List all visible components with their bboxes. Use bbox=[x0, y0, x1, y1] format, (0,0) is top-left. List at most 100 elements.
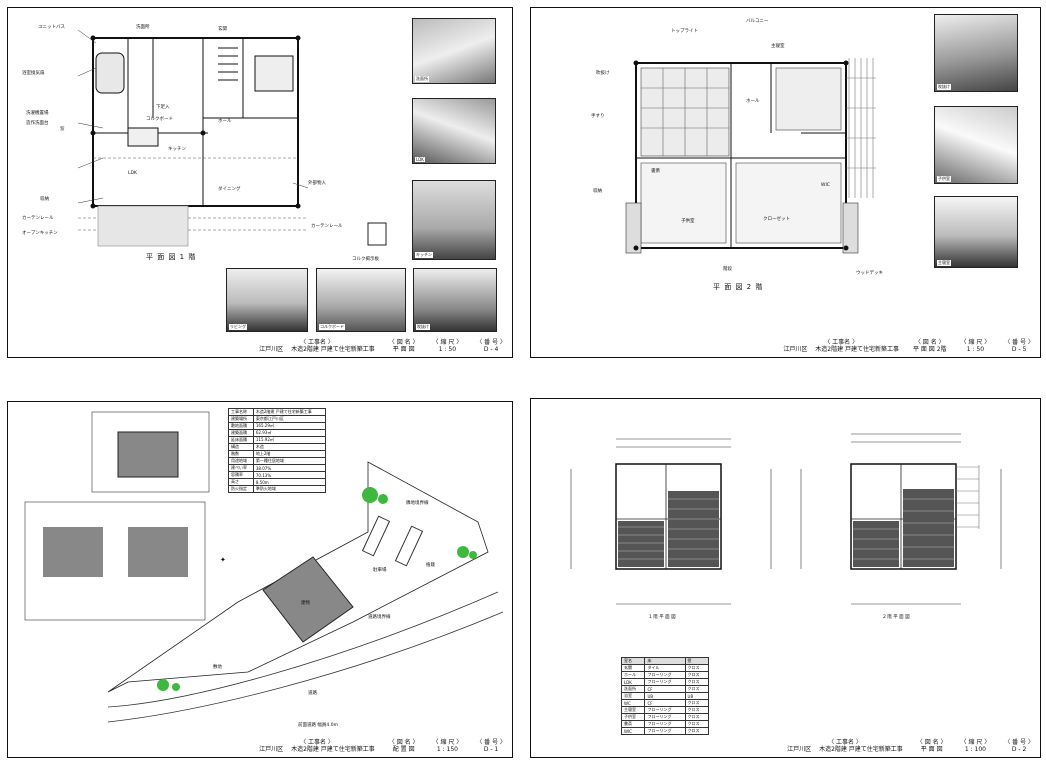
dimension-plans-drawing bbox=[570, 433, 1002, 605]
render-photo-4: リビング bbox=[226, 268, 308, 332]
tb-drawing-label: 〈 図 名 〉 bbox=[916, 739, 947, 746]
label-planting: 植栽 bbox=[426, 563, 435, 568]
label-closet: クローゼット bbox=[763, 217, 790, 222]
table-cell: 壁 bbox=[684, 657, 710, 665]
label-wood-deck: ウッドデッキ bbox=[856, 271, 883, 276]
table-cell: 防火指定 bbox=[228, 485, 254, 493]
label-cork-panel: コルク掲示板 bbox=[352, 257, 379, 262]
table-cell: 準防火地域 bbox=[252, 485, 327, 493]
spec-row: 階数地上2階 bbox=[228, 450, 327, 458]
tb-project: 江戸川区 木造2階建 戸建て住宅新築工事 bbox=[783, 346, 899, 353]
table-cell: 70.13% bbox=[252, 471, 327, 479]
table-cell: クロス bbox=[684, 664, 710, 672]
table-cell: フローリング bbox=[644, 713, 686, 721]
label-cork-board: コルクボード bbox=[146, 117, 173, 122]
table-cell: WC bbox=[620, 699, 646, 707]
label-handrail: 手すり bbox=[591, 114, 605, 119]
label-storage: 収納 bbox=[40, 197, 49, 202]
label-site: 敷地 bbox=[213, 665, 222, 670]
table-cell: クロス bbox=[684, 671, 710, 679]
table-cell: 165.29㎡ bbox=[252, 422, 327, 430]
label-study: 書斎 bbox=[651, 169, 660, 174]
tb-project-label: 〈 工事名 〉 bbox=[300, 739, 334, 746]
tb-project-label: 〈 工事名 〉 bbox=[300, 339, 334, 346]
table-cell: 木造 bbox=[252, 443, 327, 451]
label-bath-fan: 浴室換気扇 bbox=[22, 71, 45, 76]
table-cell: 浴室 bbox=[620, 692, 646, 700]
render-photo-7: 吹抜け bbox=[934, 14, 1018, 92]
tb-number-label: 〈 番 号 〉 bbox=[476, 339, 506, 346]
table-cell: 子供室 bbox=[620, 713, 646, 721]
label-kitchen: キッチン bbox=[168, 147, 186, 152]
table-cell: フローリング bbox=[644, 671, 686, 679]
label-vanity: 造作洗面台 bbox=[26, 121, 49, 126]
label-road-boundary: 道路境界線 bbox=[368, 615, 391, 620]
render-photo-3: キッチン bbox=[412, 180, 496, 260]
label-laundry: 洗濯機置場 bbox=[26, 111, 49, 116]
table-cell: クロス bbox=[684, 720, 710, 728]
sheet-dimension-plans: 1 階 平 面 図 2 階 平 面 図 室名床壁玄関タイルクロスホールフローリン… bbox=[530, 398, 1041, 758]
table-cell: クロス bbox=[684, 699, 710, 707]
tb-scale-label: 〈 縮 尺 〉 bbox=[960, 339, 991, 346]
label-hall: ホール bbox=[218, 119, 232, 124]
table-cell: 東京都江戸川区 bbox=[252, 415, 327, 423]
floor-plan-1f-drawing bbox=[77, 29, 387, 247]
table-cell: 室名 bbox=[620, 657, 646, 665]
spec-row: 工事名称木造2階建 戸建て住宅新築工事 bbox=[228, 408, 327, 416]
finish-row: 書斎フローリングクロス bbox=[620, 720, 710, 728]
floor-plan-2f-drawing bbox=[625, 58, 876, 254]
tb-project: 江戸川区 木造2階建 戸建て住宅新築工事 bbox=[259, 746, 375, 753]
finish-row: 玄関タイルクロス bbox=[620, 664, 710, 672]
label-void: 吹抜け bbox=[596, 71, 610, 76]
finish-row: ホールフローリングクロス bbox=[620, 671, 710, 679]
tb-number: D - 2 bbox=[1011, 746, 1027, 753]
label-washroom: 洗面所 bbox=[136, 25, 150, 30]
render-photo-9: 主寝室 bbox=[934, 196, 1018, 268]
table-cell: 地上2階 bbox=[252, 450, 327, 458]
sheet-plan-2f: 吹抜け 手すり トップライト バルコニー ホール 書斎 主寝室 子供室 クローゼ… bbox=[530, 7, 1041, 358]
render-photo-1: 洗面所 bbox=[412, 18, 496, 84]
tb-number-label: 〈 番 号 〉 bbox=[1004, 339, 1034, 346]
tb-number-label: 〈 番 号 〉 bbox=[476, 739, 506, 746]
plan-caption: 平 面 図 2 階 bbox=[713, 283, 764, 291]
table-cell: 敷地面積 bbox=[228, 422, 254, 430]
label-open-kitchen: オープンキッチン bbox=[22, 231, 58, 236]
table-cell: クロス bbox=[684, 678, 710, 686]
label-window: 窓 bbox=[60, 127, 65, 132]
label-dining: ダイニング bbox=[218, 187, 241, 192]
table-cell: クロス bbox=[684, 713, 710, 721]
table-cell: LDK bbox=[620, 678, 646, 686]
label-outdoor-storage: 外部物入 bbox=[308, 181, 326, 186]
finish-row: 子供室フローリングクロス bbox=[620, 713, 710, 721]
tb-number-label: 〈 番 号 〉 bbox=[1004, 739, 1034, 746]
label-wic: WIC bbox=[821, 183, 830, 188]
table-cell: CF bbox=[644, 685, 686, 693]
title-block: 〈 工事名 〉江戸川区 木造2階建 戸建て住宅新築工事 〈 図 名 〉平 面 図… bbox=[259, 339, 506, 353]
tb-scale: 1 : 150 bbox=[436, 746, 458, 753]
label-master-bedroom: 主寝室 bbox=[771, 44, 785, 49]
tb-scale: 1 : 50 bbox=[438, 346, 457, 353]
label-storage-2f: 収納 bbox=[593, 189, 602, 194]
table-cell: 階数 bbox=[228, 450, 254, 458]
tb-scale-label: 〈 縮 尺 〉 bbox=[432, 739, 463, 746]
table-cell: UB bbox=[644, 692, 686, 700]
label-road: 道路 bbox=[308, 691, 317, 696]
table-cell: 38.07% bbox=[252, 464, 327, 472]
north-arrow-icon: ✦ bbox=[220, 556, 226, 564]
tb-number: D - 1 bbox=[483, 746, 499, 753]
spec-row: 構造木造 bbox=[228, 443, 327, 451]
caption-plan-left: 1 階 平 面 図 bbox=[649, 615, 676, 620]
table-cell: クロス bbox=[684, 706, 710, 714]
table-cell: 62.93㎡ bbox=[252, 429, 327, 437]
tb-drawing-label: 〈 図 名 〉 bbox=[388, 339, 419, 346]
table-cell: 用途地域 bbox=[228, 457, 254, 465]
table-cell: 工事名称 bbox=[228, 408, 254, 416]
table-cell: 建築面積 bbox=[228, 429, 254, 437]
tb-scale: 1 : 100 bbox=[964, 746, 986, 753]
